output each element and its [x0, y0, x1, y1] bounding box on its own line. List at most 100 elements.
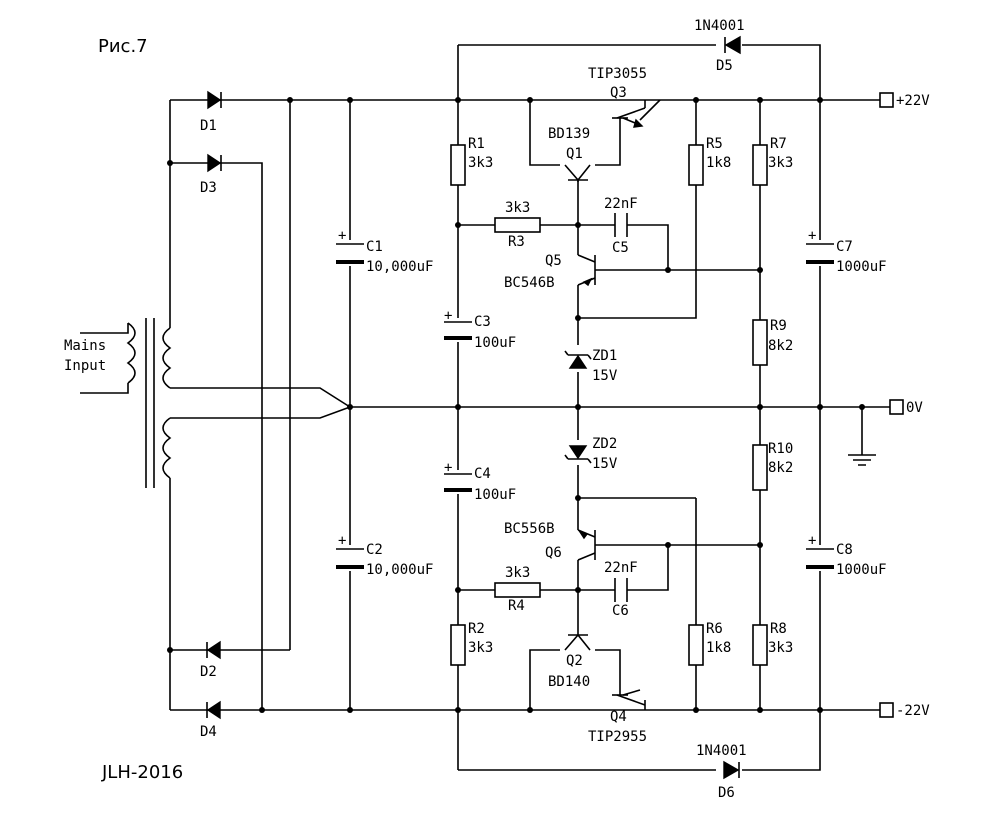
q6-name: Q6 — [545, 545, 562, 561]
q1-type: BD139 — [548, 126, 590, 142]
c4-name: C4 — [474, 466, 491, 482]
ground-icon — [848, 454, 876, 466]
resistor-r2 — [450, 624, 466, 666]
diode-d2 — [206, 640, 221, 660]
d2-label: D2 — [200, 664, 217, 680]
capacitor-c8: + — [806, 533, 834, 569]
c7-name: C7 — [836, 239, 853, 255]
mains-label-2: Input — [64, 358, 106, 374]
d6-type: 1N4001 — [696, 743, 747, 759]
capacitor-c1: + — [336, 228, 364, 264]
r3-value: 3k3 — [505, 200, 530, 216]
q3-name: Q3 — [610, 85, 627, 101]
c6-value: 22nF — [604, 560, 638, 576]
r4-name: R4 — [508, 598, 525, 614]
r8-name: R8 — [770, 621, 787, 637]
svg-text:+: + — [444, 308, 452, 324]
diode-d3 — [207, 153, 222, 173]
c7-value: 1000uF — [836, 259, 887, 275]
d3-label: D3 — [200, 180, 217, 196]
q2-type: BD140 — [548, 674, 590, 690]
zd2-name: ZD2 — [592, 436, 617, 452]
resistor-r10 — [752, 444, 768, 491]
r6-name: R6 — [706, 621, 723, 637]
mains-label-1: Mains — [64, 338, 106, 354]
r4-value: 3k3 — [505, 565, 530, 581]
footer-label: JLH-2016 — [101, 762, 183, 783]
terminal-neg — [879, 702, 894, 718]
c5-name: C5 — [612, 240, 629, 256]
resistor-r4 — [494, 582, 541, 598]
transistor-q1 — [564, 164, 591, 182]
svg-text:+: + — [808, 533, 816, 549]
c1-name: C1 — [366, 239, 383, 255]
r9-value: 8k2 — [768, 338, 793, 354]
d5-label: D5 — [716, 58, 733, 74]
zener-zd2 — [564, 445, 592, 464]
r5-value: 1k8 — [706, 155, 731, 171]
c6-name: C6 — [612, 603, 629, 619]
zd1-value: 15V — [592, 368, 618, 384]
zener-zd1 — [564, 350, 592, 369]
terminal-zero — [889, 399, 904, 415]
q3-type: TIP3055 — [588, 66, 647, 82]
diode-d5 — [724, 35, 741, 55]
wires — [80, 44, 890, 771]
q1-name: Q1 — [566, 146, 583, 162]
resistor-r8 — [752, 624, 768, 666]
r6-value: 1k8 — [706, 640, 731, 656]
zd2-value: 15V — [592, 456, 618, 472]
rail-neg-label: -22V — [896, 703, 930, 719]
c5-value: 22nF — [604, 196, 638, 212]
c4-value: 100uF — [474, 487, 516, 503]
q6-type: BC556B — [504, 521, 555, 537]
r9-name: R9 — [770, 318, 787, 334]
capacitor-c7: + — [806, 228, 834, 264]
resistor-r3 — [494, 217, 541, 233]
r1-name: R1 — [468, 136, 485, 152]
capacitor-c6 — [614, 578, 628, 602]
transistor-q4 — [612, 689, 646, 706]
transistor-q6 — [577, 529, 596, 561]
transistor-q3 — [612, 107, 646, 128]
capacitor-c2: + — [336, 533, 364, 569]
resistor-r1 — [450, 144, 466, 186]
resistor-r9 — [752, 319, 768, 366]
zd1-name: ZD1 — [592, 348, 617, 364]
diode-d1 — [207, 90, 222, 110]
d1-label: D1 — [200, 118, 217, 134]
transistor-q5 — [577, 254, 596, 287]
resistor-r5 — [688, 144, 704, 186]
svg-text:+: + — [338, 228, 346, 244]
q2-name: Q2 — [566, 653, 583, 669]
svg-text:+: + — [808, 228, 816, 244]
c2-value: 10,000uF — [366, 562, 433, 578]
r8-value: 3k3 — [768, 640, 793, 656]
r7-name: R7 — [770, 136, 787, 152]
rail-zero-label: 0V — [906, 400, 923, 416]
capacitor-c3: + — [444, 308, 472, 340]
q5-name: Q5 — [545, 253, 562, 269]
capacitor-c4: + — [444, 460, 472, 492]
resistor-r6 — [688, 624, 704, 666]
c3-value: 100uF — [474, 335, 516, 351]
resistor-r7 — [752, 144, 768, 186]
d4-label: D4 — [200, 724, 217, 740]
q5-type: BC546B — [504, 275, 555, 291]
r1-value: 3k3 — [468, 155, 493, 171]
c2-name: C2 — [366, 542, 383, 558]
capacitor-c5 — [614, 213, 628, 237]
r7-value: 3k3 — [768, 155, 793, 171]
diode-d6 — [723, 760, 740, 780]
svg-text:+: + — [338, 533, 346, 549]
r3-name: R3 — [508, 234, 525, 250]
c3-name: C3 — [474, 314, 491, 330]
c8-name: C8 — [836, 542, 853, 558]
r5-name: R5 — [706, 136, 723, 152]
r10-value: 8k2 — [768, 460, 793, 476]
d6-label: D6 — [718, 785, 735, 801]
svg-text:+: + — [444, 460, 452, 476]
junction-dots — [167, 97, 865, 713]
terminal-pos — [879, 92, 894, 108]
